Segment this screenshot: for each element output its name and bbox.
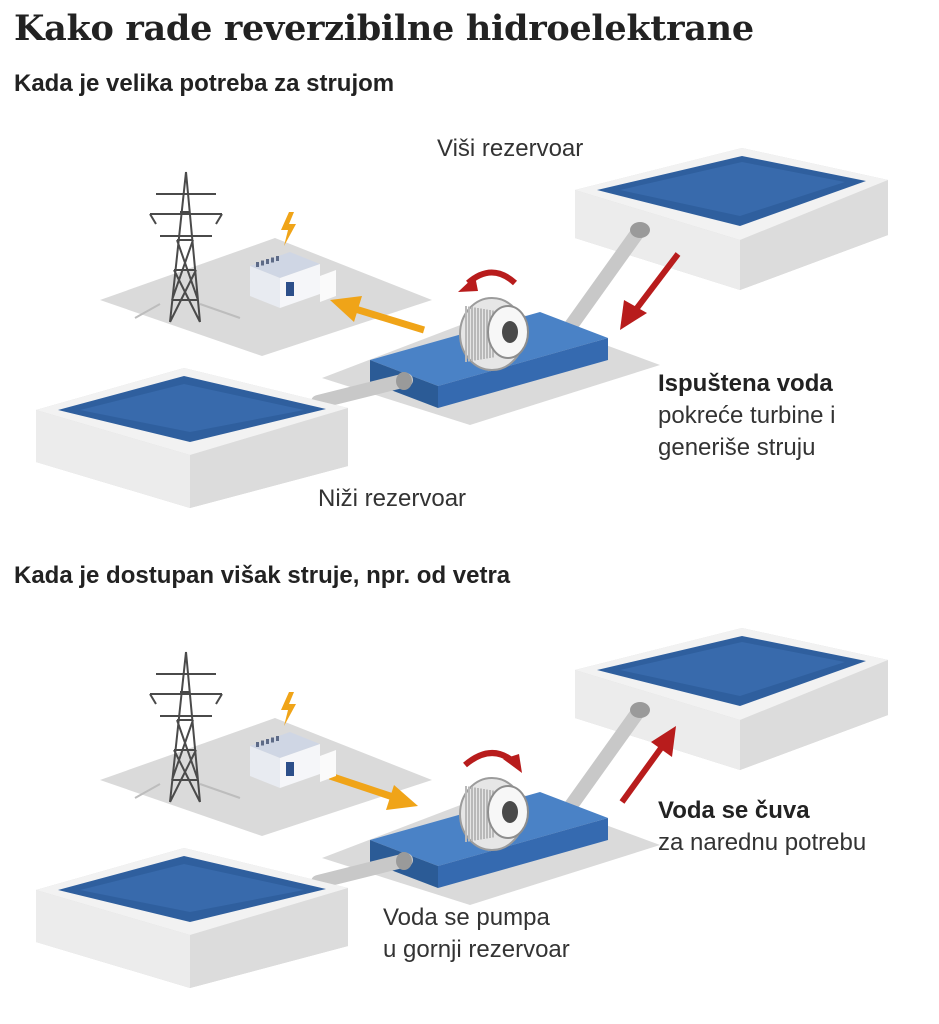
panel-2-heading: Kada je dostupan višak struje, npr. od v… <box>14 562 511 589</box>
station-vent <box>266 259 269 264</box>
station-vent <box>256 742 259 747</box>
pylon-icon <box>134 651 241 803</box>
pylon-arms <box>149 673 223 717</box>
turbine-hub <box>502 801 518 823</box>
station-front <box>250 746 280 788</box>
lightning-icon <box>281 692 296 726</box>
red-arrow-icon <box>619 726 676 804</box>
pump-callout: Voda se pumpa u gornji rezervoar <box>383 902 570 966</box>
upper-reservoir <box>575 148 888 290</box>
red-arrow-icon <box>463 750 522 773</box>
upper-reservoir-front-left <box>575 190 740 290</box>
tailrace-outlet <box>396 372 412 390</box>
pump-callout-line-1: Voda se pumpa <box>383 904 550 931</box>
station-door <box>286 282 294 296</box>
scheme-pumping <box>36 628 888 988</box>
power-station-icon <box>250 732 336 788</box>
generation-callout: Ispuštena voda pokreće turbine i generiš… <box>658 368 835 464</box>
power-arrowhead <box>386 785 418 810</box>
power-arrow-shaft <box>350 304 426 334</box>
panel-1-heading: Kada je velika potreba za strujom <box>14 70 395 97</box>
orange-arrow-icon <box>328 772 418 810</box>
rotation-arrowhead <box>503 754 522 773</box>
upper-reservoir-water-shine <box>620 162 845 216</box>
station-vent <box>266 739 269 744</box>
lower-reservoir <box>36 848 348 988</box>
penstock-inlet <box>630 222 650 238</box>
lower-reservoir-label: Niži rezervoar <box>318 485 467 512</box>
red-arrow-icon <box>620 252 681 330</box>
power-station-icon <box>250 252 336 308</box>
upper-reservoir-front-left <box>575 670 740 770</box>
generation-callout-line-2: generiše struju <box>658 434 816 461</box>
lightning-icon <box>281 212 296 246</box>
pylon-shadow <box>134 303 241 319</box>
flow-arrowhead <box>620 300 647 330</box>
station-side <box>280 744 320 788</box>
flow-arrow-shaft <box>619 742 667 804</box>
tailrace-pipe <box>311 373 413 409</box>
station-vent <box>271 257 274 263</box>
turbine-icon <box>459 777 529 851</box>
station-vent <box>276 256 279 261</box>
station-front <box>250 266 280 308</box>
flow-arrow-shaft <box>631 252 681 314</box>
tailrace-outlet <box>396 852 412 870</box>
station-vent <box>276 736 279 741</box>
penstock-pipe <box>561 225 645 337</box>
upper-reservoir-water-shine <box>620 642 845 696</box>
scheme-generation <box>36 148 888 508</box>
turbine-basin-front <box>438 818 608 888</box>
orange-arrow-icon <box>330 296 426 334</box>
storage-callout-title: Voda se čuva <box>658 797 810 824</box>
pylon-arms <box>149 193 223 237</box>
pylon-frame <box>169 651 201 803</box>
lower-reservoir-water <box>58 856 326 922</box>
upper-reservoir-front-right <box>740 660 888 770</box>
station-door <box>286 762 294 776</box>
generation-callout-title: Ispuštena voda <box>658 370 833 397</box>
upper-reservoir-label: Viši rezervoar <box>437 135 584 162</box>
station-side <box>280 264 320 308</box>
upper-reservoir <box>575 628 888 770</box>
red-arrow-icon <box>458 269 518 292</box>
station-vent <box>271 737 274 743</box>
station-annex <box>320 750 336 782</box>
lower-reservoir-water <box>58 376 326 442</box>
power-arrowhead <box>330 296 362 322</box>
station-annex <box>320 270 336 302</box>
upper-reservoir-water <box>597 636 866 706</box>
pump-callout-line-2: u gornji rezervoar <box>383 936 570 963</box>
lower-reservoir-front-left <box>36 410 190 508</box>
rotation-arrowhead <box>458 276 478 292</box>
station-roof <box>250 732 320 758</box>
storage-callout: Voda se čuva za narednu potrebu <box>658 795 866 859</box>
pylon-icon <box>134 171 241 323</box>
page-title: Kako rade reverzibilne hidroelektrane <box>14 8 754 49</box>
flow-arrowhead <box>651 726 676 757</box>
penstock-pipe <box>561 705 645 817</box>
generation-callout-line-1: pokreće turbine i <box>658 402 836 429</box>
pylon-shadow <box>134 783 241 799</box>
upper-reservoir-water <box>597 156 866 226</box>
power-arrow-shaft <box>328 772 398 802</box>
station-vent <box>256 262 259 267</box>
tailrace-pipe <box>311 853 413 889</box>
turbine-icon <box>459 297 529 371</box>
lower-reservoir-water-shine <box>80 384 304 432</box>
upper-reservoir-front-right <box>740 180 888 290</box>
lower-reservoir-front-right <box>190 888 348 988</box>
penstock-inlet <box>630 702 650 718</box>
station-roof <box>250 252 320 278</box>
storage-callout-line-1: za narednu potrebu <box>658 829 867 856</box>
station-vent <box>261 260 264 266</box>
lower-reservoir-water-shine <box>80 864 304 912</box>
lower-reservoir-front-left <box>36 890 190 988</box>
lower-reservoir <box>36 368 348 508</box>
lower-reservoir-front-right <box>190 408 348 508</box>
turbine-hub <box>502 321 518 343</box>
turbine-basin-front <box>438 338 608 408</box>
station-vent <box>261 740 264 746</box>
pylon-frame <box>169 171 201 323</box>
